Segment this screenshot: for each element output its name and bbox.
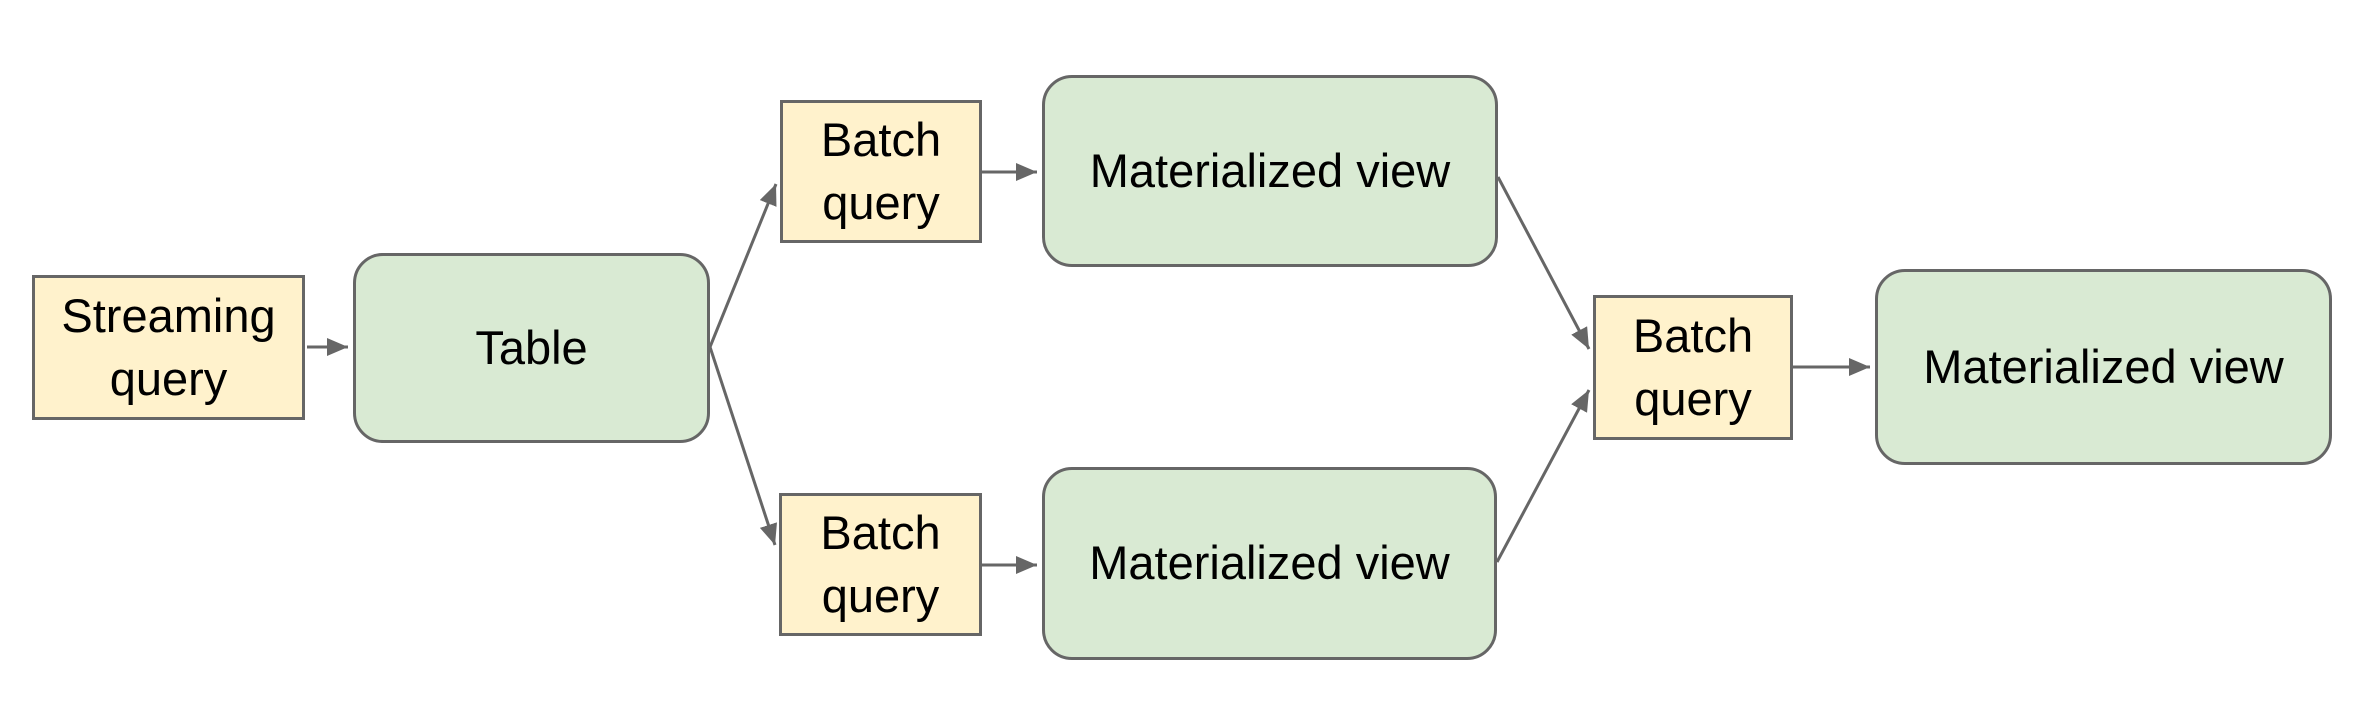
node-table: Table bbox=[353, 253, 710, 443]
node-label: Materialized view bbox=[1089, 143, 1451, 197]
node-materialized-view-top: Materialized view bbox=[1042, 75, 1498, 267]
edge-table-to-batch-query-top bbox=[708, 183, 778, 348]
edge-table-to-batch-query-bottom bbox=[708, 346, 778, 546]
node-label: Materialized view bbox=[1923, 339, 2284, 393]
node-materialized-view-bottom: Materialized view bbox=[1042, 467, 1497, 660]
node-label: Materialized view bbox=[1089, 536, 1450, 590]
node-label: Batch query bbox=[820, 506, 941, 622]
edge-materialized-view-bottom-to-batch-query-merge bbox=[1495, 389, 1591, 563]
node-batch-query-bottom: Batch query bbox=[779, 493, 982, 636]
node-materialized-view-final: Materialized view bbox=[1875, 269, 2332, 465]
node-label: Table bbox=[475, 320, 588, 374]
node-label: Streaming query bbox=[61, 289, 276, 405]
node-label: Batch query bbox=[820, 113, 942, 229]
node-label: Batch query bbox=[1632, 309, 1754, 425]
edge-materialized-view-top-to-batch-query-merge bbox=[1496, 176, 1591, 350]
node-batch-query-top: Batch query bbox=[780, 100, 982, 243]
node-batch-query-merge: Batch query bbox=[1593, 295, 1793, 440]
node-streaming-query: Streaming query bbox=[32, 275, 305, 420]
